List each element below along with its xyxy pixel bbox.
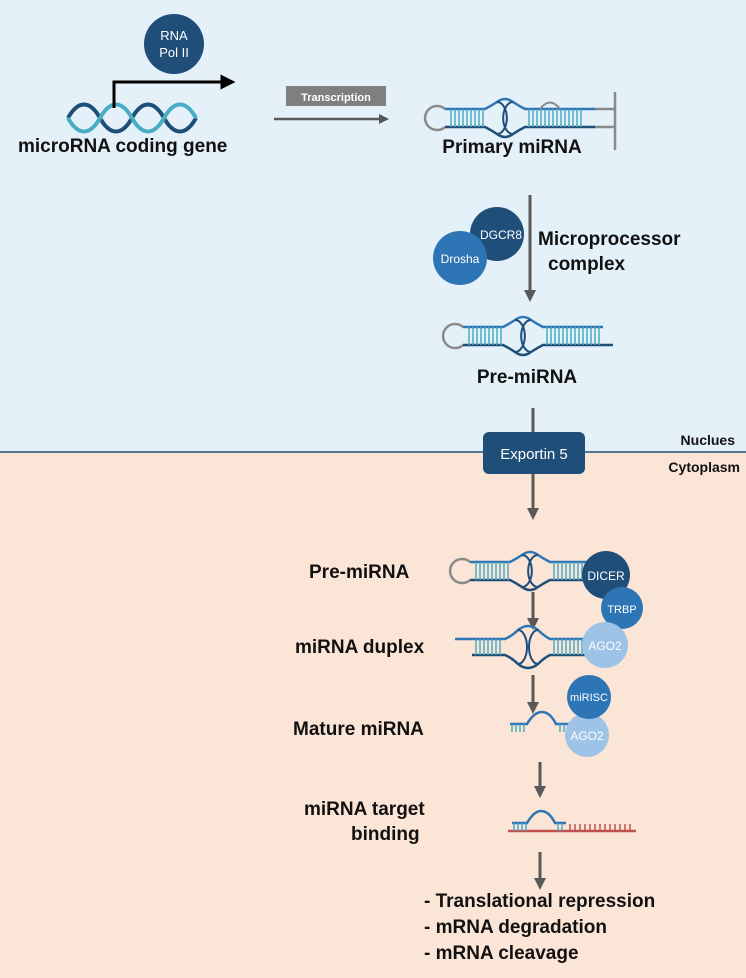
- trbp-label: TRBP: [607, 604, 636, 616]
- rna-pol-ii-circle: [144, 14, 204, 74]
- outcome-mrna-cleavage: - mRNA cleavage: [424, 943, 579, 964]
- mature-mirna-label: Mature miRNA: [293, 719, 424, 740]
- dna-helix-icon: [66, 102, 198, 134]
- primary-mirna-label: Primary miRNA: [442, 137, 582, 158]
- ago2b-label: AGO2: [570, 729, 604, 743]
- target-binding-line2: binding: [351, 824, 420, 845]
- cytoplasm-region: [0, 452, 746, 978]
- ago2b-circle: [565, 713, 609, 757]
- dgcr8-label: DGCR8: [480, 228, 522, 242]
- gene-label: microRNA coding gene: [18, 136, 227, 157]
- exportin-5-label: Exportin 5: [500, 446, 568, 463]
- mirisc-label: miRISC: [570, 692, 608, 704]
- nucleus-region-label: Nuclues: [681, 432, 736, 448]
- pol-line1: RNA: [160, 28, 188, 43]
- microprocessor-line1: Microprocessor: [538, 229, 681, 250]
- pre-mirna-nucleus-label: Pre-miRNA: [477, 367, 578, 388]
- mirna-duplex-shape: [455, 624, 610, 670]
- nucleus-region: [0, 0, 746, 452]
- mirna-duplex-label: miRNA duplex: [295, 637, 425, 658]
- microprocessor-line2: complex: [548, 254, 626, 275]
- cytoplasm-region-label: Cytoplasm: [668, 459, 740, 475]
- primary-mirna-shape: [423, 92, 617, 150]
- drosha-label: Drosha: [441, 252, 480, 266]
- ago2-circle: [582, 622, 628, 668]
- mature-mirna-shape: [510, 710, 580, 732]
- exportin-5-box: [483, 432, 585, 474]
- outcome-mrna-degradation: - mRNA degradation: [424, 917, 607, 938]
- transcription-start-arrow: [112, 74, 236, 108]
- pre-mirna-cytoplasm-label: Pre-miRNA: [309, 562, 410, 583]
- pol-line2: Pol II: [159, 45, 189, 60]
- drosha-circle: [433, 231, 487, 285]
- ago2-label: AGO2: [588, 639, 622, 653]
- dicer-label: DICER: [587, 569, 625, 583]
- outcome-translational-repression: - Translational repression: [424, 891, 655, 912]
- dicer-circle: [582, 551, 630, 599]
- trbp-circle: [601, 587, 643, 629]
- transcription-box: [286, 86, 386, 106]
- mirisc-circle: [567, 675, 611, 719]
- target-binding-shape: [508, 809, 636, 833]
- transcription-label: Transcription: [301, 92, 371, 104]
- target-binding-line1: miRNA target: [304, 799, 425, 820]
